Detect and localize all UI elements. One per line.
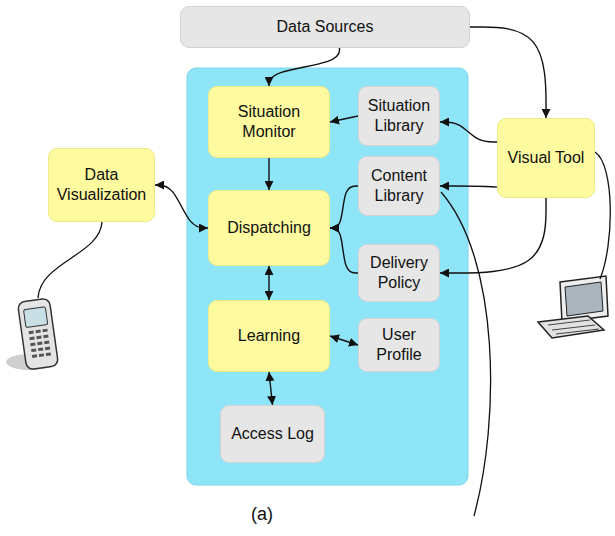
node-label: Delivery Policy [364,253,434,292]
component-box: Learning [208,300,330,372]
phone-icon [6,298,59,370]
connector-arrow [268,158,269,190]
component-box: Data Visualization [48,148,155,222]
node-label: Situation Monitor [214,102,324,141]
connector-arrow [155,185,208,228]
connector-arrow [330,228,358,273]
connector-arrow [330,186,358,228]
leader-curve [441,192,491,516]
connector-arrow [330,116,358,122]
system-panel [187,68,468,485]
component-box: Situation Monitor [208,86,330,158]
store-box: User Profile [358,318,440,372]
computer-wire [595,152,610,279]
node-label: Data Visualization [54,165,149,204]
node-label: Content Library [364,166,434,205]
connector-arrow [269,48,340,86]
figure-caption: (a) [251,504,273,525]
connector-arrow [268,266,269,300]
node-label: Learning [214,326,324,346]
store-box: Content Library [358,156,440,216]
connector-arrow [330,336,358,345]
connector-arrow [470,27,546,118]
store-box: Situation Library [358,86,440,146]
computer-icon [538,276,608,338]
store-box: Delivery Policy [358,244,440,302]
node-label: User Profile [364,325,434,364]
component-box: Dispatching [208,190,330,266]
source-box: Data Sources [180,6,470,48]
component-box: Visual Tool [497,118,595,198]
store-box: Access Log [220,405,325,463]
node-label: Situation Library [364,96,434,135]
node-label: Access Log [226,424,319,444]
phone-wire [38,222,102,298]
connector-arrow [269,372,273,405]
connector-arrow [440,198,546,273]
node-label: Data Sources [186,17,464,37]
node-label: Visual Tool [503,148,589,168]
connector-arrow [440,122,497,142]
node-label: Dispatching [214,218,324,238]
